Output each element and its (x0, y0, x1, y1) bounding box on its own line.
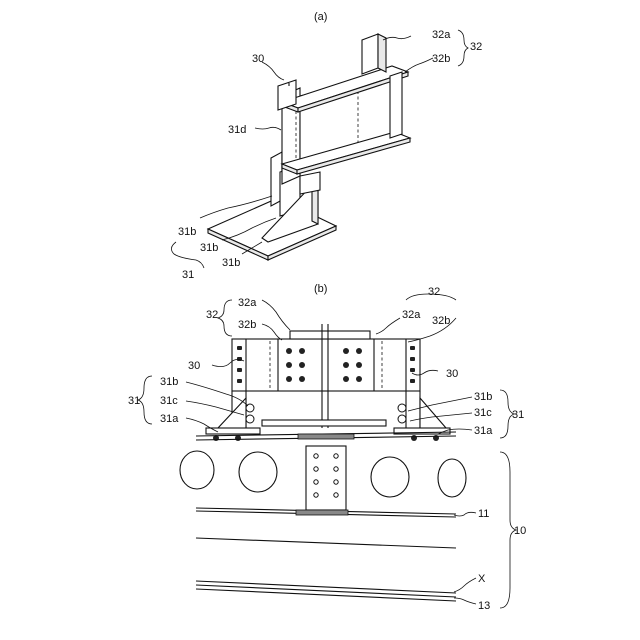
main-girder (180, 432, 466, 601)
label-left-32b: 32b (238, 319, 256, 331)
label-left-31a: 31a (160, 413, 179, 425)
label-left-32: 32 (206, 309, 218, 321)
left-base (206, 391, 260, 441)
web-opening (371, 457, 409, 497)
label-13: 13 (478, 600, 490, 612)
label-left-31c: 31c (160, 395, 178, 407)
web-opening (438, 459, 466, 497)
label-31b-lower: 31b (222, 257, 240, 269)
web-opening (180, 451, 214, 489)
label-31b-upper: 31b (178, 226, 196, 238)
web-opening (239, 452, 277, 492)
label-31d: 31d (228, 124, 246, 136)
label-31: 31 (182, 269, 194, 281)
label-left-31: 31 (128, 395, 140, 407)
label-32: 32 (470, 41, 482, 53)
label-right-30: 30 (446, 368, 458, 380)
label-right-32: 32 (428, 286, 440, 298)
label-right-31a: 31a (474, 425, 493, 437)
horizontal-brace (262, 420, 386, 426)
label-30: 30 (252, 53, 264, 65)
h-member (278, 34, 410, 184)
label-31b-middle: 31b (200, 242, 218, 254)
label-right-32b: 32b (432, 315, 450, 327)
label-right-31c: 31c (474, 407, 492, 419)
label-32b: 32b (432, 53, 450, 65)
label-32a: 32a (432, 29, 451, 41)
label-right-31b: 31b (474, 391, 492, 403)
panel-a: (a) (171, 11, 482, 281)
label-right-31: 31 (512, 409, 524, 421)
panel-b: (b) (128, 283, 526, 612)
label-10: 10 (514, 525, 526, 537)
label-11: 11 (478, 508, 489, 520)
label-left-32a: 32a (238, 297, 257, 309)
upper-assembly (232, 324, 420, 428)
label-left-30: 30 (188, 360, 200, 372)
label-left-31b: 31b (160, 376, 178, 388)
label-right-32a: 32a (402, 309, 421, 321)
panel-a-caption: (a) (314, 11, 327, 23)
panel-b-caption: (b) (314, 283, 327, 295)
label-X: X (478, 573, 486, 585)
